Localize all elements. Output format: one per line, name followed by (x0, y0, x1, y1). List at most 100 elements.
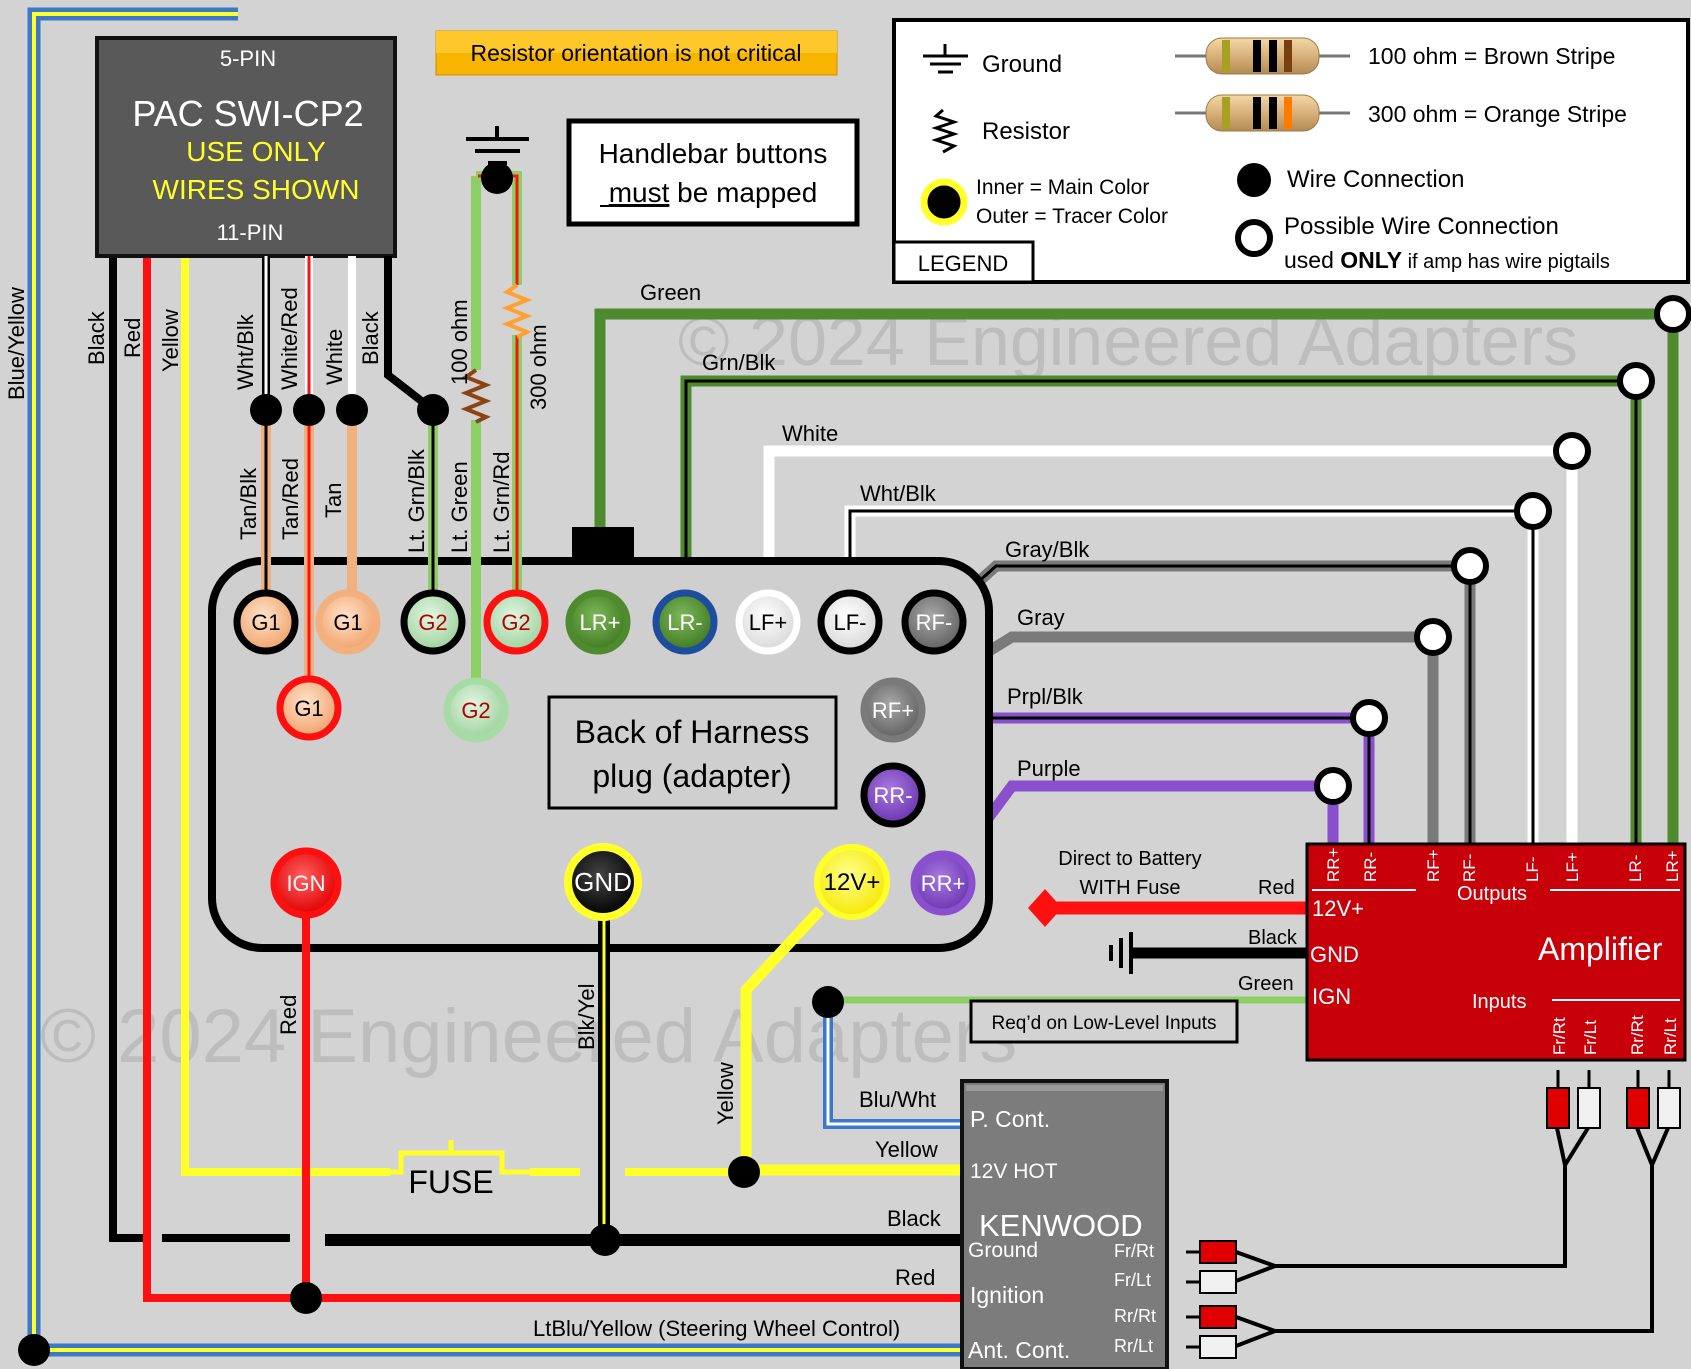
rca-plug-white (1186, 1270, 1237, 1294)
label-gray: Gray (1017, 605, 1065, 630)
kenwood-rr-lt: Rr/Lt (1114, 1336, 1153, 1356)
wire-connection-dot (336, 394, 368, 426)
label-yellow-vertical: Yellow (713, 1062, 738, 1125)
amp-in-rr-lt: Rr/Lt (1661, 1018, 1680, 1055)
wire-connection-dot (812, 986, 844, 1018)
svg-text:G1: G1 (333, 610, 362, 635)
legend-possible-1: Possible Wire Connection (1284, 213, 1559, 240)
resistor-300-ohm-image (1175, 94, 1350, 132)
pin-g1-tan-red: G1 (276, 675, 342, 741)
harness-label-box: Back of Harness plug (adapter) (547, 695, 838, 810)
legend: LEGEND Ground Resistor Inner = Main Colo… (892, 18, 1690, 284)
possible-connection-rr-plus (1314, 767, 1352, 805)
wire-connection-icon (1237, 163, 1271, 197)
amplifier: Amplifier Outputs Inputs 12V+ GND IGN RR… (1305, 842, 1687, 1062)
pac-module: 5-PIN PAC SWI-CP2 USE ONLY WIRES SHOWN 1… (95, 36, 397, 258)
legend-outer: Outer = Tracer Color (976, 205, 1168, 228)
rca-plug-red (1186, 1305, 1237, 1329)
amp-out-lf-plus: LF+ (1563, 852, 1582, 882)
possible-connection-lr-minus (1617, 362, 1655, 400)
label-red: Red (120, 318, 145, 358)
possible-connection-lf-minus (1514, 492, 1552, 530)
legend-resistor: Resistor (982, 118, 1070, 145)
label-amp-black: Black (1248, 927, 1298, 949)
legend-ground: Ground (982, 51, 1062, 78)
wire-black-2 (384, 256, 436, 414)
amp-out-rf-minus: RF- (1460, 854, 1479, 882)
pac-11pin-label: 11-PIN (217, 220, 284, 245)
rca-plug-red (1626, 1070, 1650, 1129)
label-direct-battery: Direct to Battery (1058, 848, 1201, 870)
possible-connection-rf-minus (1451, 547, 1489, 585)
possible-connection-rf-plus (1414, 618, 1452, 656)
label-yellow: Yellow (158, 309, 183, 372)
legend-wire-connection: Wire Connection (1287, 166, 1464, 193)
amp-ign: IGN (1312, 984, 1351, 1009)
svg-text:12V+: 12V+ (824, 869, 881, 896)
amp-out-rf-plus: RF+ (1424, 849, 1443, 882)
pin-g2-lt-grn-blk: G2 (400, 589, 466, 655)
resistor-icon (931, 108, 959, 154)
pac-warning-1: USE ONLY (186, 136, 326, 167)
label-grn-blk: Grn/Blk (702, 350, 776, 375)
svg-text:plug (adapter): plug (adapter) (592, 758, 791, 794)
amp-12v: 12V+ (1312, 896, 1364, 921)
svg-text:Handlebar buttons: Handlebar buttons (599, 138, 828, 169)
pin-rf-minus: RF- (901, 589, 967, 655)
pin-g1-tan-blk: G1 (233, 589, 299, 655)
svg-text:GND: GND (574, 867, 632, 897)
ground-symbol (466, 126, 529, 165)
label-amp-red: Red (1258, 877, 1295, 899)
kenwood-ant-cont: Ant. Cont. (968, 1337, 1070, 1363)
amp-in-fr-lt: Fr/Lt (1581, 1020, 1600, 1055)
pin-gnd: GND (564, 843, 642, 921)
label-wht-blk: Wht/Blk (233, 313, 258, 390)
label-red-h: Red (895, 1265, 935, 1290)
kenwood-pcont: P. Cont. (970, 1106, 1050, 1132)
wire-yellow-pac (181, 255, 745, 1176)
label-gray-blk: Gray/Blk (1005, 537, 1090, 562)
wire-yellow-12v (740, 906, 965, 1176)
amp-out-lf-minus: LF- (1523, 857, 1542, 883)
wire-blu-wht-tracer (826, 1002, 965, 1126)
junction-dots (250, 394, 449, 426)
watermark: © 2024 Engineered Adapters (40, 994, 1017, 1079)
legend-100-ohm: 100 ohm = Brown Stripe (1368, 43, 1615, 69)
amp-ground-icon (1109, 932, 1133, 974)
label-tan-red: Tan/Red (278, 458, 303, 540)
harness-tab (572, 527, 634, 561)
pin-rf-plus: RF+ (860, 677, 926, 743)
speaker-wire-labels: Green Grn/Blk White Wht/Blk Gray/Blk Gra… (640, 280, 1090, 781)
label-amp-green: Green (1238, 973, 1294, 995)
label-tan-blk: Tan/Blk (236, 467, 261, 540)
label-wht-blk-spk: Wht/Blk (860, 481, 937, 506)
label-white-red: White/Red (277, 287, 302, 390)
svg-text:RF+: RF+ (872, 698, 914, 723)
amp-title: Amplifier (1538, 931, 1663, 967)
amp-out-rr-minus: RR- (1361, 852, 1380, 882)
label-swc: LtBlu/Yellow (Steering Wheel Control) (533, 1316, 900, 1341)
label-lt-green: Lt. Green (447, 461, 472, 553)
wire-connection-dot (728, 1156, 760, 1188)
pin-lr-minus: LR- (652, 589, 718, 655)
svg-text:LR+: LR+ (580, 610, 621, 635)
legend-title: LEGEND (918, 251, 1008, 276)
wire-red-pac (143, 255, 965, 1302)
amp-out-rr-plus: RR+ (1324, 847, 1343, 882)
rca-plug-white (1186, 1335, 1237, 1359)
wire-blue-yellow (27, 7, 965, 1357)
pin-lr-plus: LR+ (565, 589, 631, 655)
label-black: Black (84, 310, 109, 365)
amp-power-labels: Direct to Battery WITH Fuse Red Black Gr… (1058, 848, 1298, 995)
resistor-100-ohm-image (1175, 37, 1350, 75)
kenwood-ground: Ground (968, 1239, 1038, 1262)
svg-text:LR-: LR- (667, 610, 702, 635)
kenwood-12v-hot: 12V HOT (970, 1160, 1058, 1183)
harness-pins: G1 G1 G1 G2 G2 G2 LR+ LR- (233, 589, 976, 919)
resistor-notice: Resistor orientation is not critical (435, 30, 838, 76)
label-with-fuse: WITH Fuse (1079, 877, 1180, 899)
kenwood-rr-rt: Rr/Rt (1114, 1306, 1156, 1326)
svg-text:Back of Harness: Back of Harness (575, 714, 810, 750)
amp-gnd: GND (1310, 942, 1359, 967)
rca-plug-red (1546, 1070, 1570, 1129)
